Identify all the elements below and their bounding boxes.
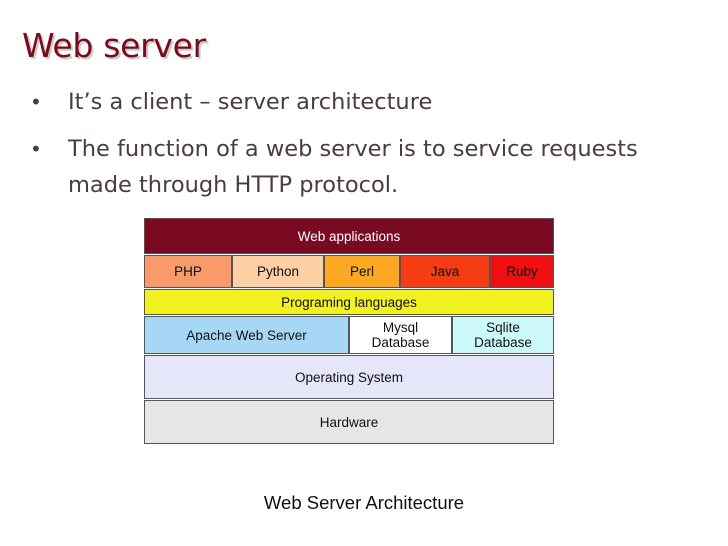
hardware-box: Hardware: [144, 400, 554, 444]
bullet-text: The function of a web server is to servi…: [68, 136, 638, 198]
bullet-client-server: • It’s a client – server architecture: [30, 84, 650, 120]
bullet-web-server-function: • The function of a web server is to ser…: [30, 131, 650, 203]
apache-server-box: Apache Web Server: [144, 316, 349, 354]
lang-java-box: Java: [400, 255, 490, 288]
layer-web-applications: Web applications: [144, 218, 554, 254]
bullet-text: It’s a client – server architecture: [68, 89, 433, 115]
web-applications-box: Web applications: [144, 218, 554, 254]
operating-system-box: Operating System: [144, 355, 554, 399]
lang-perl-box: Perl: [324, 255, 400, 288]
bullet-dot-icon: •: [30, 137, 42, 161]
lang-python-box: Python: [232, 255, 324, 288]
layer-operating-system: Operating System: [144, 355, 554, 399]
mysql-database-box: Mysql Database: [349, 316, 452, 354]
layer-hardware: Hardware: [144, 400, 554, 444]
bullet-dot-icon: •: [30, 90, 42, 114]
bullet-list: • It’s a client – server architecture • …: [30, 84, 650, 214]
slide-title: Web server: [22, 26, 206, 65]
architecture-diagram: Web applications PHP Python Perl Java Ru…: [144, 218, 554, 444]
sqlite-database-box: Sqlite Database: [452, 316, 554, 354]
lang-ruby-box: Ruby: [490, 255, 554, 288]
diagram-caption: Web Server Architecture: [263, 492, 465, 513]
layer-servers: Apache Web Server Mysql Database Sqlite …: [144, 316, 554, 354]
layer-languages: PHP Python Perl Java Ruby: [144, 255, 554, 288]
layer-programming-languages: Programing languages: [144, 289, 554, 315]
programming-languages-box: Programing languages: [144, 289, 554, 315]
lang-php-box: PHP: [144, 255, 232, 288]
